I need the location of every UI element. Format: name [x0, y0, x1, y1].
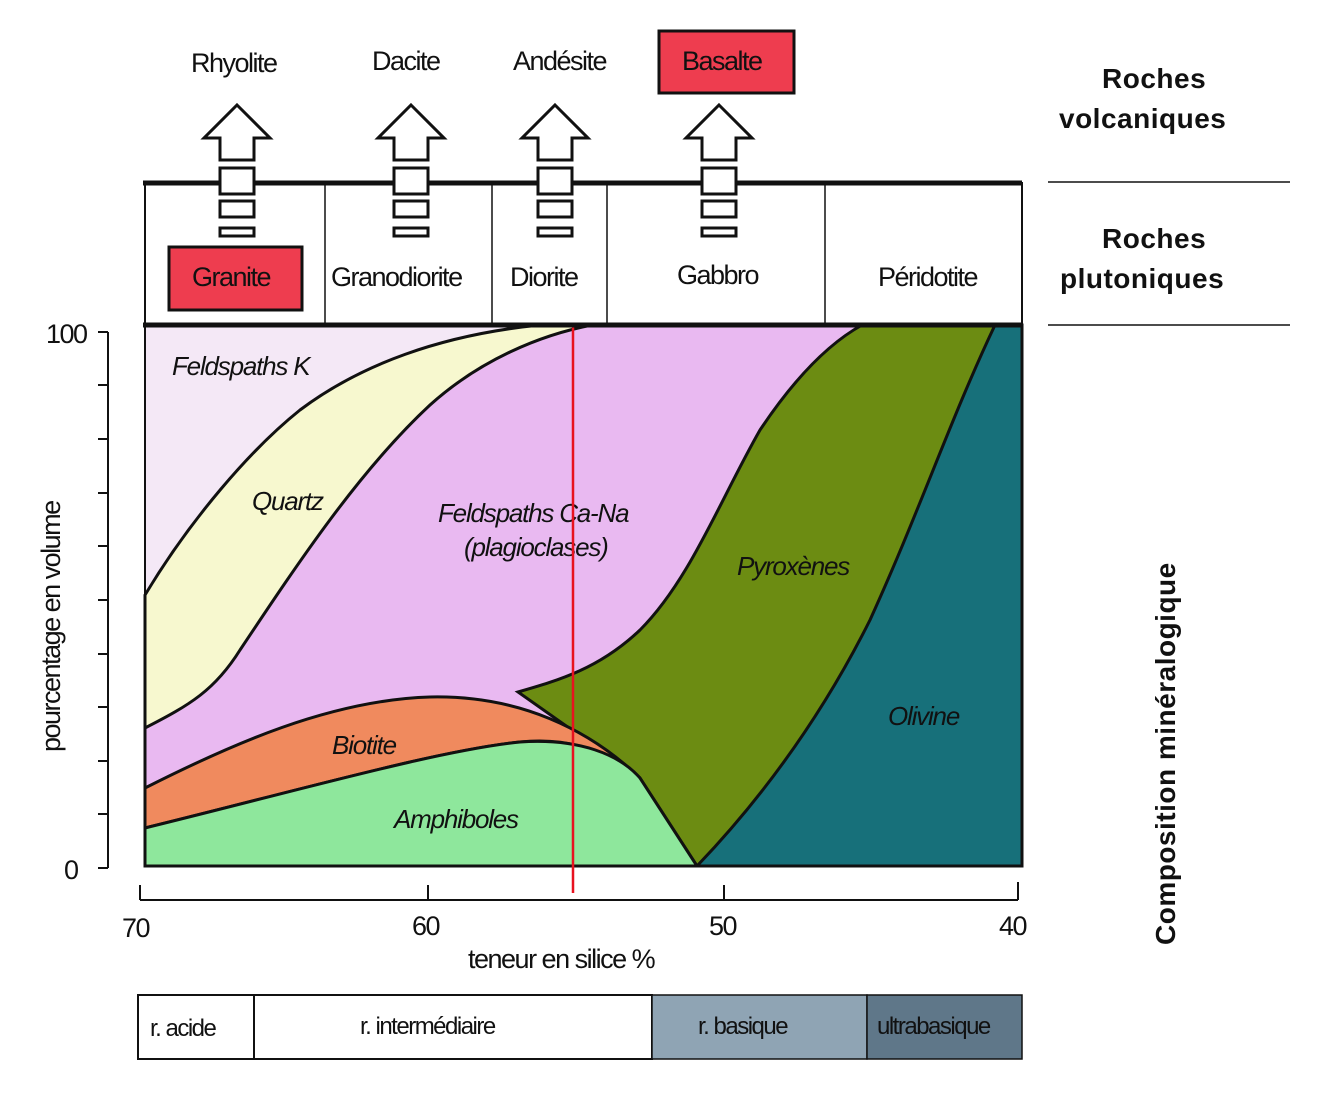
arrow-dash	[536, 166, 574, 196]
label-pyroxenes: Pyroxènes	[737, 551, 850, 581]
up-arrow-icon	[682, 102, 756, 162]
x-axis-label: teneur en silice %	[468, 944, 656, 974]
band-acide	[137, 994, 255, 1060]
x-tick-70: 70	[122, 913, 150, 943]
label-plagioclases: Feldspaths Ca-Na	[438, 498, 629, 528]
y-axis-label: pourcentage en volume	[36, 501, 66, 752]
band-label-intermediaire: r. intermédiaire	[360, 1013, 496, 1040]
volcanic-heading-line1: Roches	[1102, 63, 1206, 94]
volcanic-heading-line2: volcaniques	[1059, 103, 1226, 134]
volcanic-rock-andesite: Andésite	[513, 46, 607, 76]
region-amphiboles	[143, 739, 700, 868]
volcanic-rock-basalte: Basalte	[682, 46, 762, 76]
plutonic-rock-granodiorite: Granodiorite	[331, 262, 462, 292]
y-axis	[98, 331, 109, 869]
plutonic-rock-gabbro: Gabbro	[677, 260, 759, 290]
arrow-dash	[536, 199, 574, 219]
label-olivine: Olivine	[888, 701, 960, 731]
x-axis	[139, 882, 1019, 901]
arrow-dash	[536, 226, 574, 238]
up-arrow-icon	[200, 102, 274, 162]
granite-highlight	[167, 245, 304, 312]
plutonic-heading-line1: Roches	[1102, 223, 1206, 254]
x-tick-50: 50	[709, 911, 737, 941]
plutonic-to-volcanic-arrows	[200, 102, 756, 238]
arrow-dash	[218, 199, 256, 219]
plutonic-rocks-row	[143, 180, 1023, 328]
label-amphiboles: Amphiboles	[392, 804, 519, 834]
band-label-ultrabasique: ultrabasique	[877, 1013, 991, 1040]
label-feldspaths-k: Feldspaths K	[172, 351, 312, 381]
plutonic-heading-line2: plutoniques	[1060, 263, 1224, 294]
arrow-dash	[700, 199, 738, 219]
plutonic-rock-granite: Granite	[192, 262, 271, 292]
arrow-dash	[392, 199, 430, 219]
band-intermediaire	[253, 994, 653, 1060]
band-label-basique: r. basique	[698, 1013, 788, 1040]
basalte-highlight	[657, 29, 796, 95]
rock-type-band	[137, 994, 1023, 1060]
arrow-dash	[392, 166, 430, 196]
mineral-regions	[143, 323, 1024, 868]
band-label-acide: r. acide	[150, 1015, 217, 1042]
y-tick-0: 0	[64, 855, 78, 885]
volcanic-rock-dacite: Dacite	[372, 46, 440, 76]
x-tick-40: 40	[999, 911, 1027, 941]
arrow-dash	[218, 226, 256, 238]
x-tick-60: 60	[412, 911, 440, 941]
arrow-dash	[700, 226, 738, 238]
arrow-dash	[700, 166, 738, 196]
band-ultrabasique	[866, 994, 1023, 1060]
plutonic-rock-peridotite: Péridotite	[878, 262, 978, 292]
label-biotite: Biotite	[332, 730, 397, 760]
y-tick-100: 100	[46, 319, 87, 349]
plutonic-rock-diorite: Diorite	[510, 262, 578, 292]
up-arrow-icon	[518, 102, 592, 162]
arrow-dash	[392, 226, 430, 238]
band-basique	[651, 994, 868, 1060]
label-quartz: Quartz	[252, 486, 324, 516]
up-arrow-icon	[374, 102, 448, 162]
side-label-composition: Composition minéralogique	[1150, 562, 1181, 945]
label-plagioclases-sub: (plagioclases)	[464, 532, 608, 562]
volcanic-rock-rhyolite: Rhyolite	[191, 48, 277, 78]
arrow-dash	[218, 166, 256, 196]
region-olivine	[693, 323, 1024, 868]
